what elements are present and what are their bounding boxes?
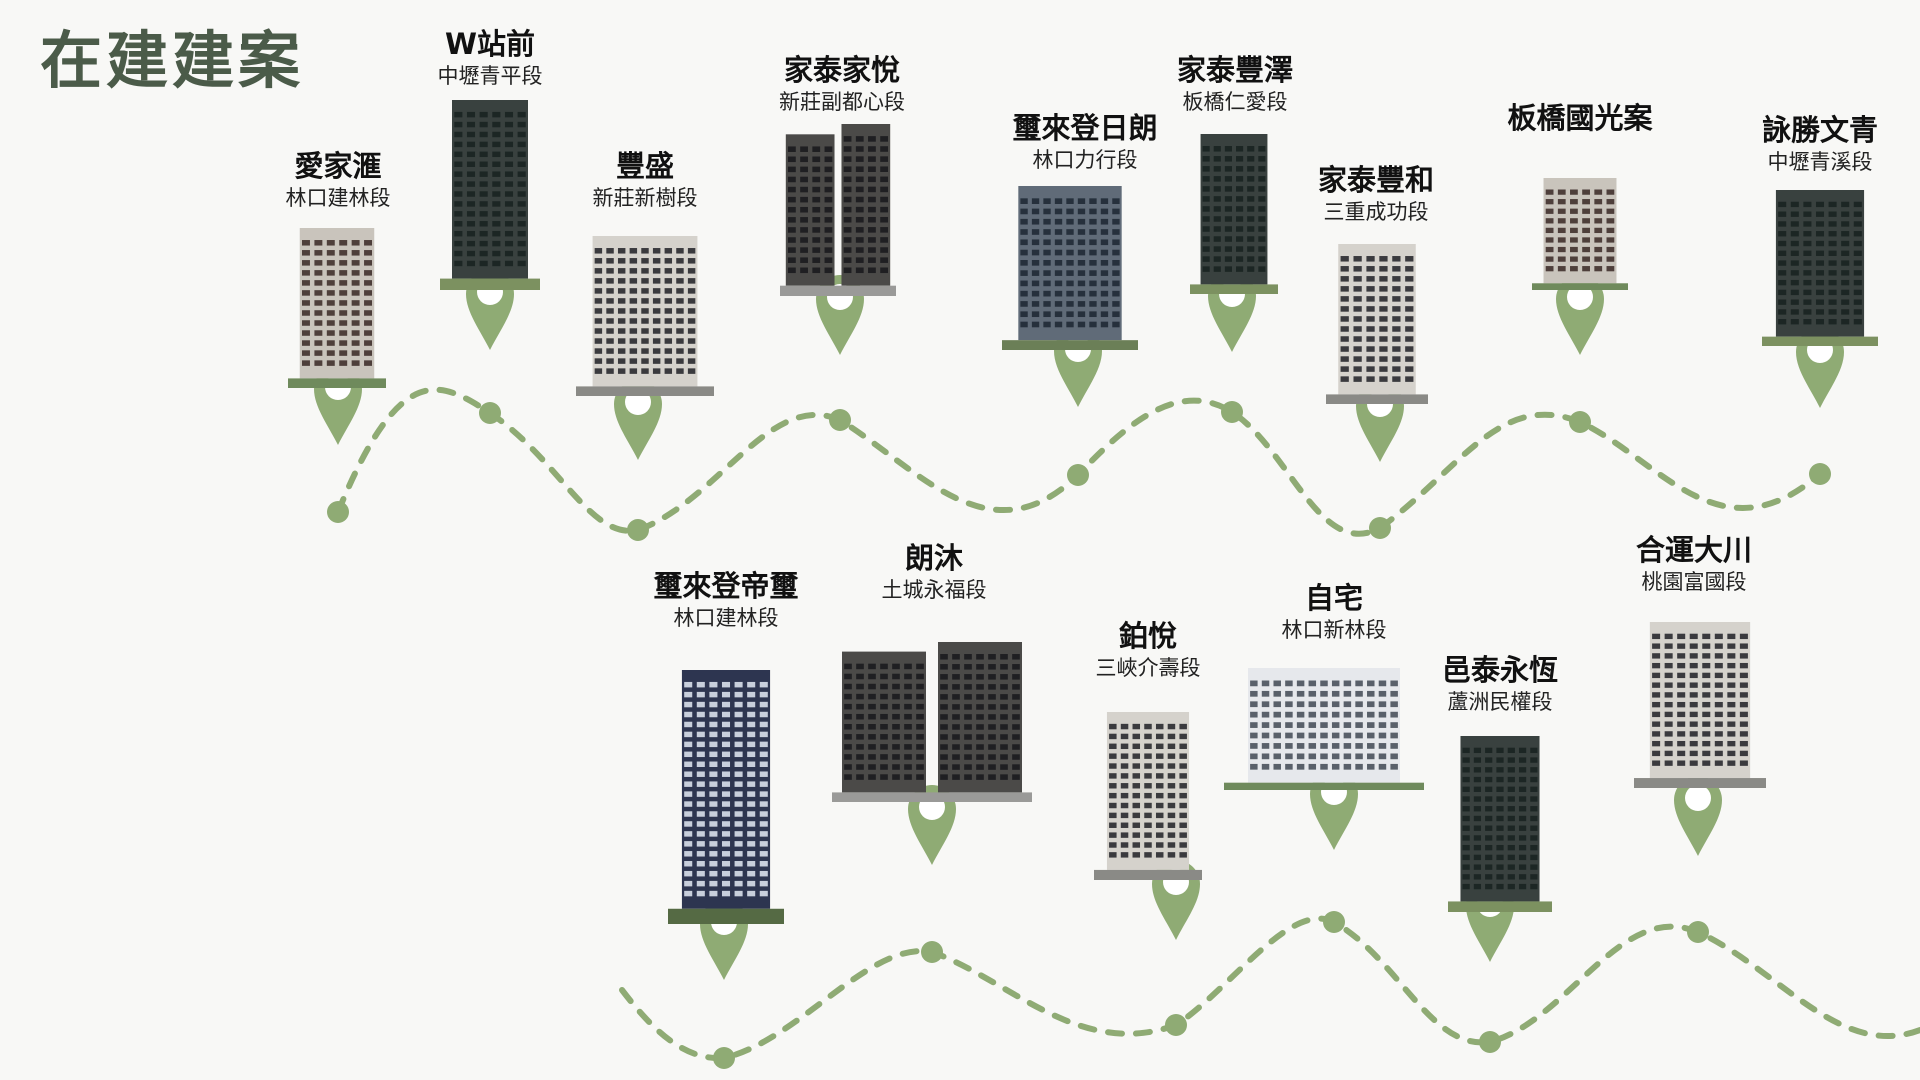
route-dot bbox=[1369, 517, 1391, 539]
page-title: 在建建案 bbox=[40, 24, 305, 97]
project-name: 家泰家悅 bbox=[783, 53, 900, 87]
project-section: 新莊副都心段 bbox=[779, 90, 905, 114]
project-label: 板橋國光案 bbox=[1460, 100, 1700, 136]
project-section: 板橋仁愛段 bbox=[1182, 90, 1288, 114]
route-path-top bbox=[335, 386, 1823, 537]
building-image bbox=[1002, 186, 1138, 350]
building-image bbox=[780, 124, 896, 296]
route-dot bbox=[1569, 411, 1591, 433]
map-pin-icon bbox=[1674, 776, 1722, 856]
project-name: 邑泰永恆 bbox=[1441, 653, 1558, 687]
building-image bbox=[1532, 178, 1628, 290]
project-name: 合運大川 bbox=[1635, 533, 1752, 567]
project-label: 家泰豐和三重成功段 bbox=[1256, 162, 1496, 226]
building-image bbox=[1190, 134, 1278, 294]
building-image bbox=[1634, 622, 1766, 788]
route-dot bbox=[627, 519, 649, 541]
project-name: 朗沐 bbox=[904, 541, 963, 575]
project-label: 朗沐土城永福段 bbox=[814, 540, 1054, 604]
project-label: 鉑悅三峽介壽段 bbox=[1028, 618, 1268, 682]
building-image bbox=[1448, 736, 1552, 912]
project-label: 璽來登日朗林口力行段 bbox=[965, 110, 1205, 174]
project-name: 璽來登帝璽 bbox=[653, 569, 799, 603]
project-label: 愛家滙林口建林段 bbox=[218, 148, 458, 212]
route-dot bbox=[829, 409, 851, 431]
project-label: 自宅林口新林段 bbox=[1214, 580, 1454, 644]
project-label: 邑泰永恆蘆洲民權段 bbox=[1380, 652, 1620, 716]
route-dot bbox=[1165, 1014, 1187, 1036]
route-dot bbox=[1809, 463, 1831, 485]
project-section: 中壢青溪段 bbox=[1767, 150, 1873, 174]
project-name: 鉑悅 bbox=[1118, 619, 1177, 653]
route-path-bottom bbox=[619, 915, 1920, 1062]
building-image bbox=[576, 236, 714, 396]
project-section: 三重成功段 bbox=[1323, 200, 1429, 224]
project-name: 璽來登日朗 bbox=[1012, 111, 1158, 145]
building-image bbox=[1224, 668, 1424, 790]
project-name: 板橋國光案 bbox=[1507, 101, 1653, 135]
project-section: 土城永福段 bbox=[881, 578, 987, 602]
route-dot bbox=[921, 941, 943, 963]
project-label: 家泰家悅新莊副都心段 bbox=[722, 52, 962, 116]
building-image bbox=[1094, 712, 1202, 880]
building-image bbox=[440, 100, 540, 290]
building-image bbox=[832, 642, 1032, 802]
project-section: 三峽介壽段 bbox=[1095, 656, 1201, 680]
project-section: 林口新林段 bbox=[1281, 618, 1387, 642]
building-image bbox=[1762, 190, 1878, 346]
project-name: W站前 bbox=[445, 27, 535, 61]
project-label: 璽來登帝璽林口建林段 bbox=[606, 568, 846, 632]
map-pin-icon bbox=[1556, 275, 1604, 355]
project-name: 自宅 bbox=[1304, 581, 1363, 615]
project-label: 詠勝文青中壢青溪段 bbox=[1700, 112, 1920, 176]
project-label: 合運大川桃園富國段 bbox=[1574, 532, 1814, 596]
project-name: 詠勝文青 bbox=[1761, 113, 1878, 147]
project-section: 桃園富國段 bbox=[1641, 570, 1747, 594]
building-image bbox=[288, 228, 386, 388]
project-section: 林口力行段 bbox=[1032, 148, 1138, 172]
project-name: 家泰豐和 bbox=[1317, 163, 1434, 197]
route-dot bbox=[1067, 464, 1089, 486]
project-section: 中壢青平段 bbox=[437, 64, 543, 88]
route-dot bbox=[479, 402, 501, 424]
building-image bbox=[1326, 244, 1428, 404]
project-label: W站前中壢青平段 bbox=[370, 26, 610, 90]
project-name: 愛家滙 bbox=[294, 149, 382, 183]
project-section: 蘆洲民權段 bbox=[1447, 690, 1553, 714]
project-section: 林口建林段 bbox=[285, 186, 391, 210]
route-dot bbox=[1221, 401, 1243, 423]
project-label: 家泰豐澤板橋仁愛段 bbox=[1115, 52, 1355, 116]
project-name: 家泰豐澤 bbox=[1176, 53, 1293, 87]
project-name: 豐盛 bbox=[615, 149, 674, 183]
route-dot bbox=[1323, 911, 1345, 933]
building-image bbox=[668, 670, 784, 924]
project-label: 豐盛新莊新樹段 bbox=[525, 148, 765, 212]
route-dot bbox=[327, 501, 349, 523]
route-dot bbox=[1687, 921, 1709, 943]
route-dot bbox=[713, 1047, 735, 1069]
project-section: 新莊新樹段 bbox=[592, 186, 698, 210]
route-dot bbox=[1479, 1031, 1501, 1053]
project-section: 林口建林段 bbox=[673, 606, 779, 630]
